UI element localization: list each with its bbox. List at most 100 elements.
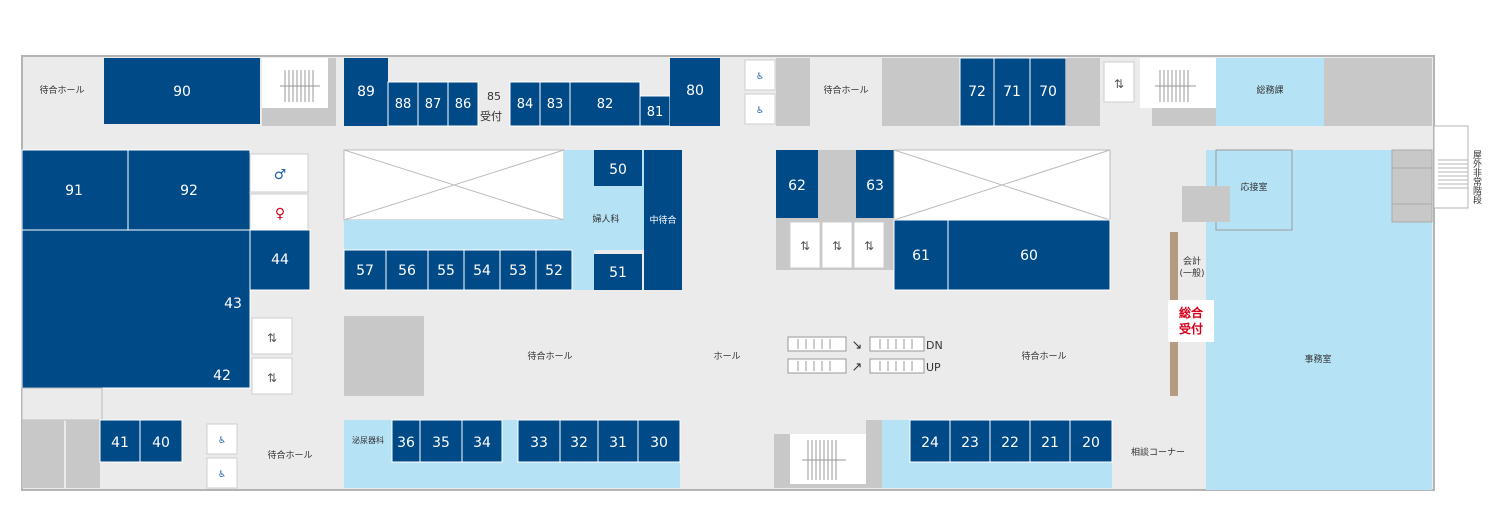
elevator-west-2-icon: ⇅: [267, 371, 277, 385]
general-affairs-label: 総務課: [1256, 84, 1283, 96]
room-53-label: 53: [509, 263, 527, 279]
room-63-label: 63: [866, 178, 884, 194]
room-70[interactable]: [1029, 57, 1067, 127]
escalator-icon-down: ↘: [852, 338, 863, 353]
room-83-label: 83: [547, 97, 564, 112]
urology-label: 泌尿器科: [352, 435, 384, 445]
office-label: 事務室: [1304, 353, 1331, 365]
atrium-void-west-cross: [343, 149, 565, 221]
elevator-center-3: [853, 221, 885, 269]
stairs-bottom-center-steps: [802, 440, 846, 480]
room-82[interactable]: [569, 81, 641, 127]
stairs-top-left: [262, 58, 336, 108]
room-84[interactable]: [509, 81, 541, 127]
room-60[interactable]: [947, 219, 1111, 291]
room-87[interactable]: [417, 81, 449, 127]
room-21[interactable]: [1029, 419, 1071, 463]
room-41[interactable]: [99, 419, 141, 463]
top-right-service-2: [1066, 58, 1100, 126]
room-80[interactable]: [670, 58, 720, 126]
bottom-center-service: [866, 420, 882, 488]
waiting-hall-nw-label: 待合ホール: [39, 84, 84, 96]
room-50[interactable]: [594, 150, 642, 186]
general-reception-box[interactable]: [1168, 300, 1214, 342]
restroom-bottom-2: [206, 457, 238, 489]
room-34[interactable]: [461, 419, 503, 463]
room-30[interactable]: [637, 419, 681, 463]
room-81-label: 81: [647, 105, 664, 120]
center-service-core: [344, 316, 424, 396]
room-43-42[interactable]: [21, 229, 251, 389]
escalator-down-label: DN: [926, 339, 943, 352]
room-81[interactable]: [639, 95, 671, 127]
emergency-stairs-label: 屋外非常階段: [1471, 150, 1482, 205]
room-57-label: 57: [356, 263, 374, 279]
stairs-top-right-steps: [1155, 70, 1196, 102]
general-reception-label-1: 総合: [1179, 305, 1204, 320]
room-71[interactable]: [993, 57, 1031, 127]
mid-waiting-room[interactable]: [644, 150, 682, 290]
gynecology-area-3[interactable]: [572, 250, 594, 290]
restroom-bottom-1: [206, 423, 238, 455]
escalator-up: [787, 358, 925, 374]
room-32[interactable]: [559, 419, 599, 463]
elevator-center-1-icon: ⇅: [800, 239, 810, 253]
room-56[interactable]: [385, 249, 429, 291]
room-89[interactable]: [344, 58, 388, 126]
room-89-label: 89: [357, 84, 375, 100]
room-35-label: 35: [432, 435, 450, 451]
room-70-label: 70: [1039, 84, 1057, 100]
room-56-label: 56: [398, 263, 416, 279]
accounting-label-2: (一般): [1179, 267, 1204, 279]
room-61[interactable]: [893, 219, 949, 291]
room-62-label: 62: [788, 178, 806, 194]
consult-corner-label: 相談コーナー: [1131, 446, 1185, 458]
top-center-service: [776, 58, 810, 126]
room-83[interactable]: [539, 81, 571, 127]
room-71-label: 71: [1003, 84, 1021, 100]
room-72[interactable]: [959, 57, 995, 127]
room-62[interactable]: [776, 150, 818, 218]
room-88[interactable]: [387, 81, 419, 127]
room-23-label: 23: [961, 435, 979, 451]
room-63[interactable]: [856, 150, 894, 218]
elevator-center-1: [789, 221, 821, 269]
room-22-label: 22: [1001, 435, 1019, 451]
room-40[interactable]: [139, 419, 183, 463]
room-87-label: 87: [425, 97, 442, 112]
top-right-service: [882, 58, 960, 126]
room-61-label: 61: [912, 248, 930, 264]
room-86[interactable]: [447, 81, 479, 127]
room-20[interactable]: [1069, 419, 1113, 463]
gynecology-area[interactable]: [344, 220, 594, 250]
room-20-label: 20: [1082, 435, 1100, 451]
room-42-label: 42: [213, 368, 231, 384]
east-pillar: [1182, 186, 1230, 222]
room-90[interactable]: [104, 58, 260, 124]
room-52[interactable]: [535, 249, 573, 291]
room-23[interactable]: [949, 419, 991, 463]
room-35[interactable]: [419, 419, 463, 463]
general-affairs-room[interactable]: [1216, 58, 1324, 126]
restroom-top-1: [744, 59, 776, 91]
room-54[interactable]: [463, 249, 501, 291]
room-31[interactable]: [597, 419, 639, 463]
elevator-top-icon: ⇅: [1114, 77, 1124, 91]
stairs-top-right-landing: [1152, 108, 1216, 126]
east-service-2: [1391, 167, 1433, 205]
bottom-left-service-1: [22, 420, 64, 488]
women-icon: ♀: [275, 206, 285, 222]
room-24[interactable]: [909, 419, 951, 463]
room-22[interactable]: [989, 419, 1031, 463]
room-82-label: 82: [597, 97, 614, 112]
room-32-label: 32: [570, 435, 588, 451]
room-85-label: 85: [487, 90, 501, 103]
accounting-label-1: 会計: [1183, 255, 1201, 267]
restroom-top-2: [744, 93, 776, 125]
room-51-label: 51: [609, 265, 627, 281]
room-92[interactable]: [127, 149, 251, 231]
room-43-label: 43: [224, 296, 242, 312]
room-52-label: 52: [545, 263, 563, 279]
room-51[interactable]: [594, 254, 642, 290]
restroom-top-1-icon: ♿︎: [756, 72, 764, 82]
